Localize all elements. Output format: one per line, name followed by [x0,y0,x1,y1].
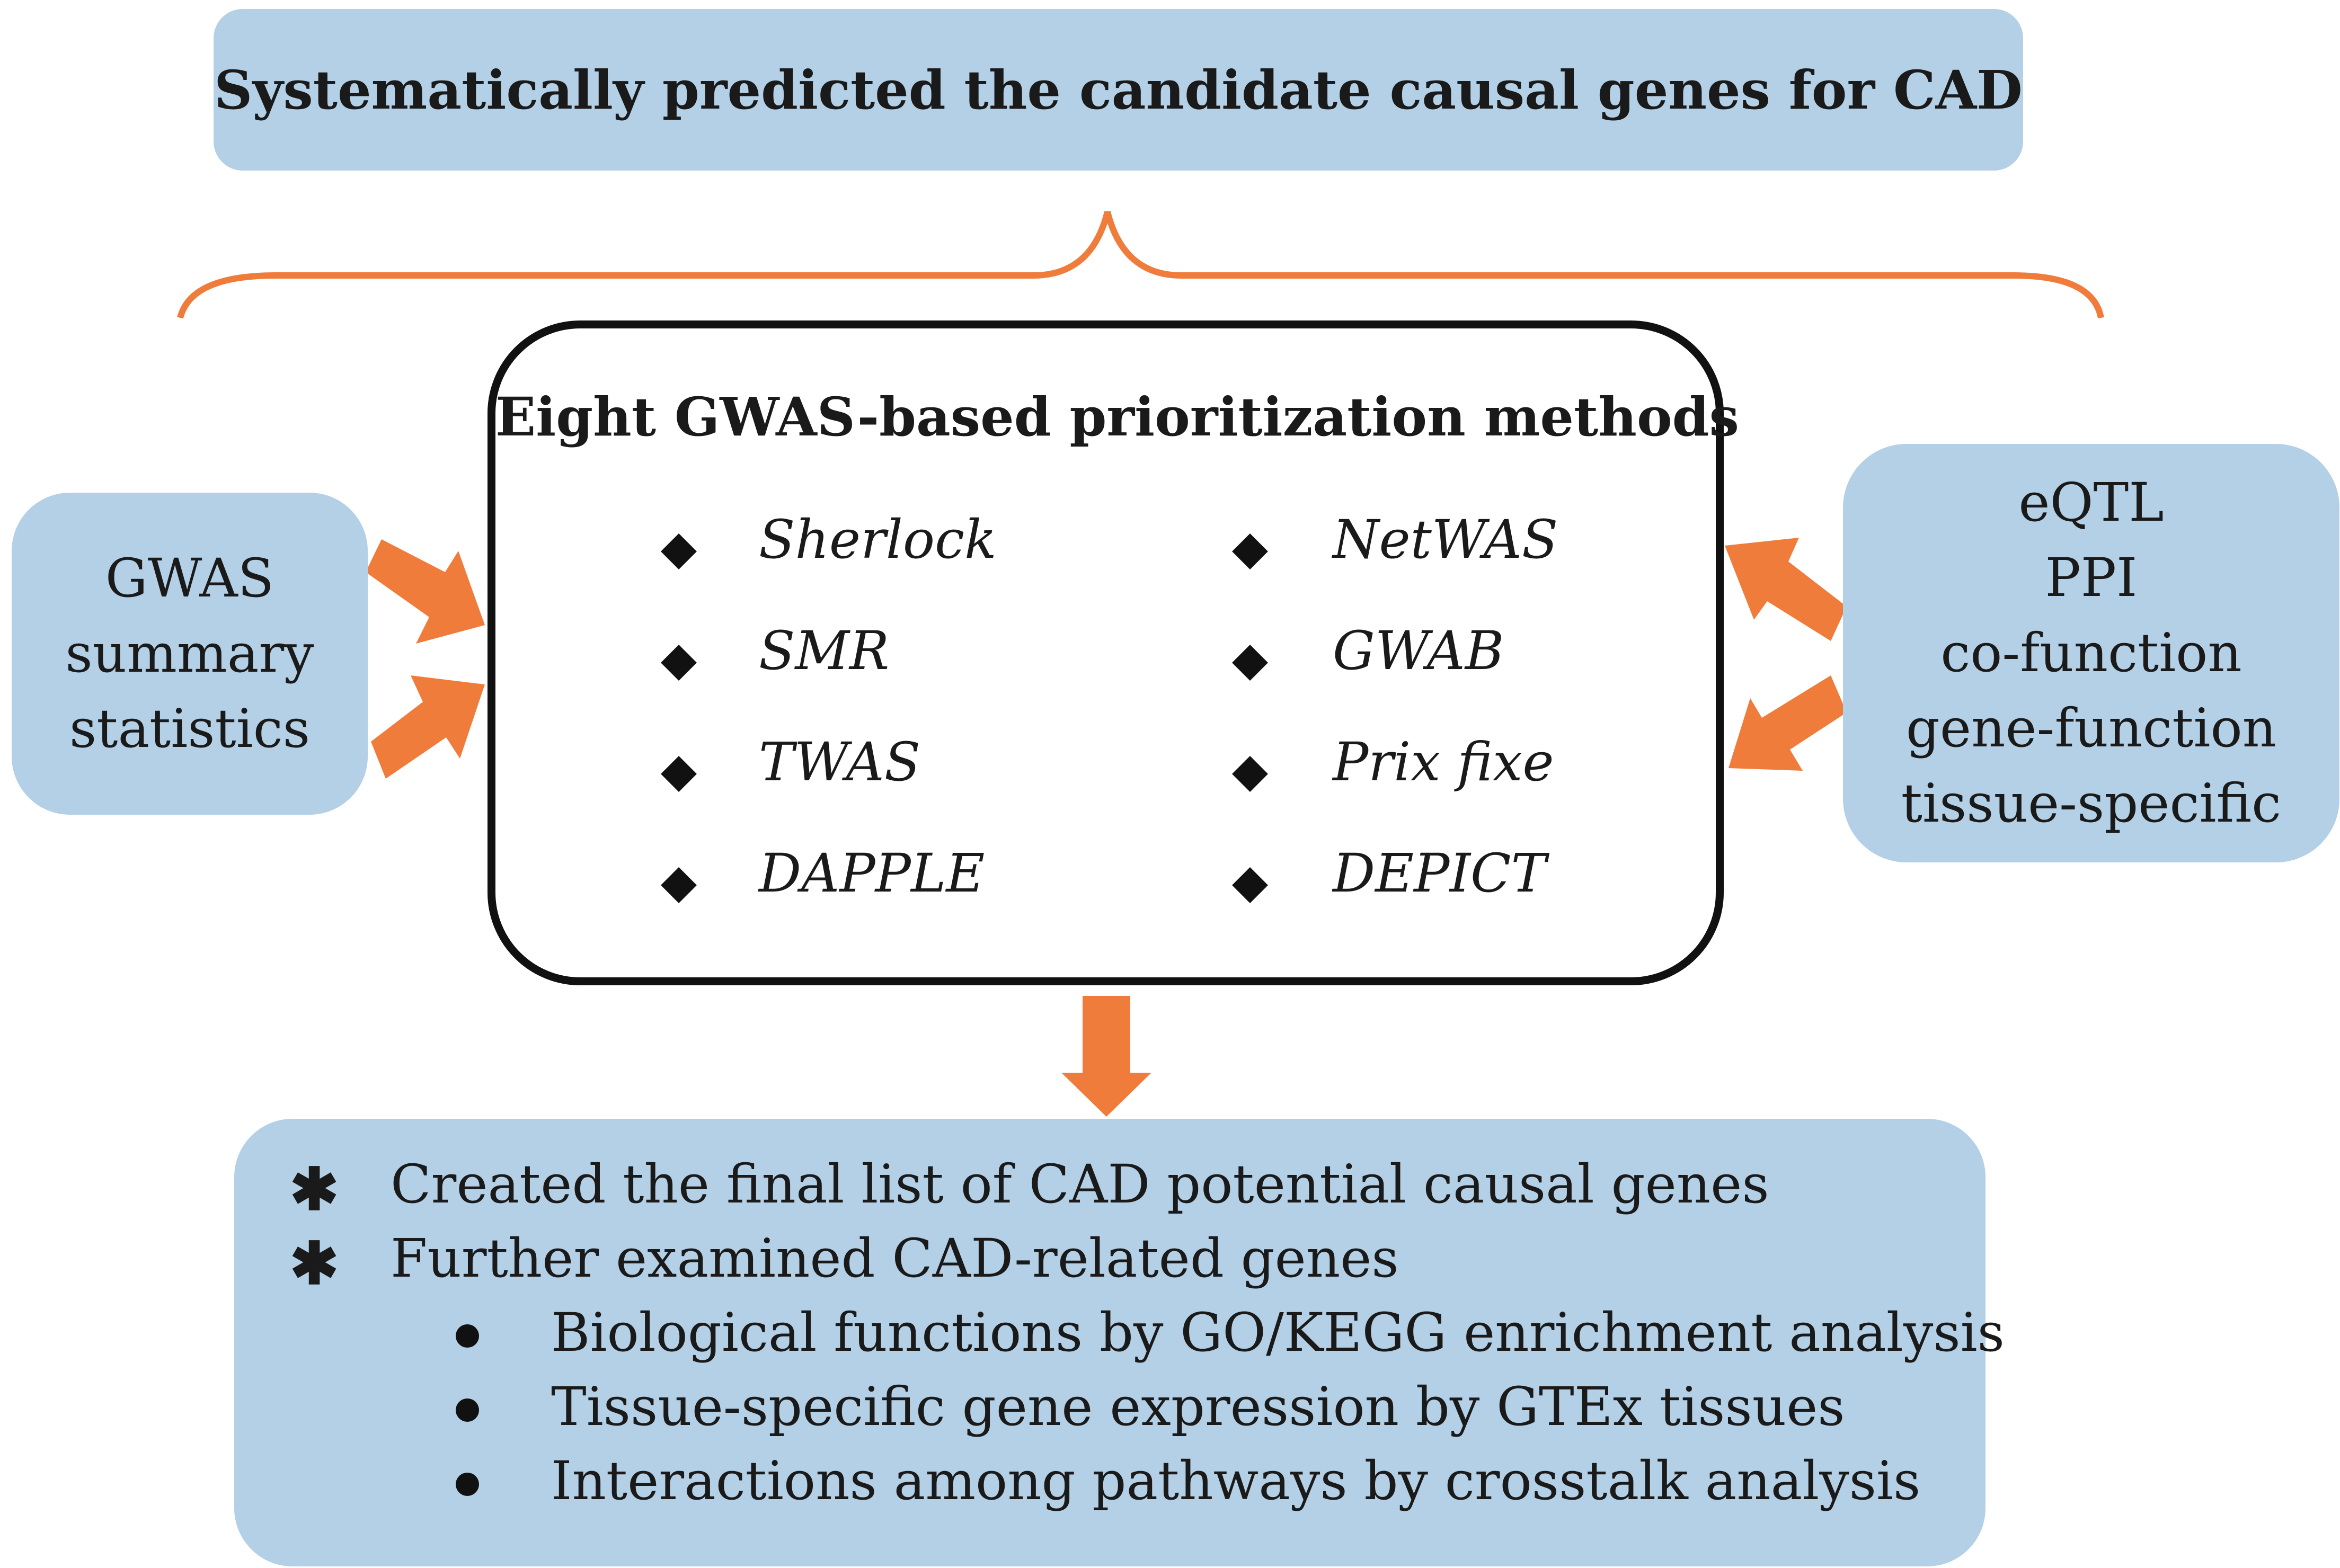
outcome-subitem: Interactions among pathways by crosstalk… [551,1450,1921,1512]
method-label: TWAS [759,731,921,793]
diamond-icon [1232,756,1268,792]
curly-brace [177,211,2104,319]
outcomes-box: ✱ Created the final list of CAD potentia… [234,1119,2005,1566]
asterisk-icon: ✱ [290,1229,339,1297]
arrow-right-top [1725,538,1847,641]
left-line: GWAS [105,547,274,609]
bullet-dot-icon [456,1473,479,1496]
arrow-down [1061,996,1151,1117]
method-label: Sherlock [759,509,997,571]
bullet-dot-icon [456,1324,479,1348]
diagram-title: Systematically predicted the candidate c… [214,58,2023,121]
arrow-left-bottom [371,675,485,779]
methods-box: Eight GWAS-based prioritization methods … [487,320,1739,985]
data-sources-box: eQTL PPI co-function gene-function tissu… [1843,444,2339,862]
right-line: tissue-specific [1901,772,2282,834]
bullet-dot-icon [456,1398,479,1422]
diamond-icon [1232,645,1268,681]
outcome-subitem: Tissue-specific gene expression by GTEx … [551,1376,1845,1438]
method-label: DAPPLE [759,842,985,904]
method-label: NetWAS [1333,509,1558,571]
arrow-right-bottom [1729,675,1847,771]
gwas-input-box: GWAS summary statistics [12,493,368,815]
outcome-item: Created the final list of CAD potential … [391,1153,1769,1215]
left-line: statistics [69,698,311,760]
asterisk-icon: ✱ [290,1155,339,1223]
title-banner: Systematically predicted the candidate c… [214,9,2023,171]
method-label: DEPICT [1333,842,1547,904]
right-line: eQTL [2018,471,2164,533]
outcome-subitem: Biological functions by GO/KEGG enrichme… [551,1302,2005,1364]
right-line: gene-function [1905,697,2277,759]
method-label: Prix fixe [1333,731,1554,793]
diamond-icon [661,756,697,792]
diamond-icon [661,867,697,903]
right-line: co-function [1940,622,2242,684]
diamond-icon [1232,533,1268,569]
right-line: PPI [2045,547,2138,609]
diamond-icon [661,533,697,569]
diamond-icon [661,645,697,681]
outcome-item: Further examined CAD-related genes [391,1227,1399,1289]
left-line: summary [65,622,314,684]
diamond-icon [1232,867,1268,903]
methods-title: Eight GWAS-based prioritization methods [495,386,1739,448]
method-label: GWAB [1333,620,1504,682]
arrow-left-top [366,539,485,644]
method-label: SMR [759,620,890,682]
